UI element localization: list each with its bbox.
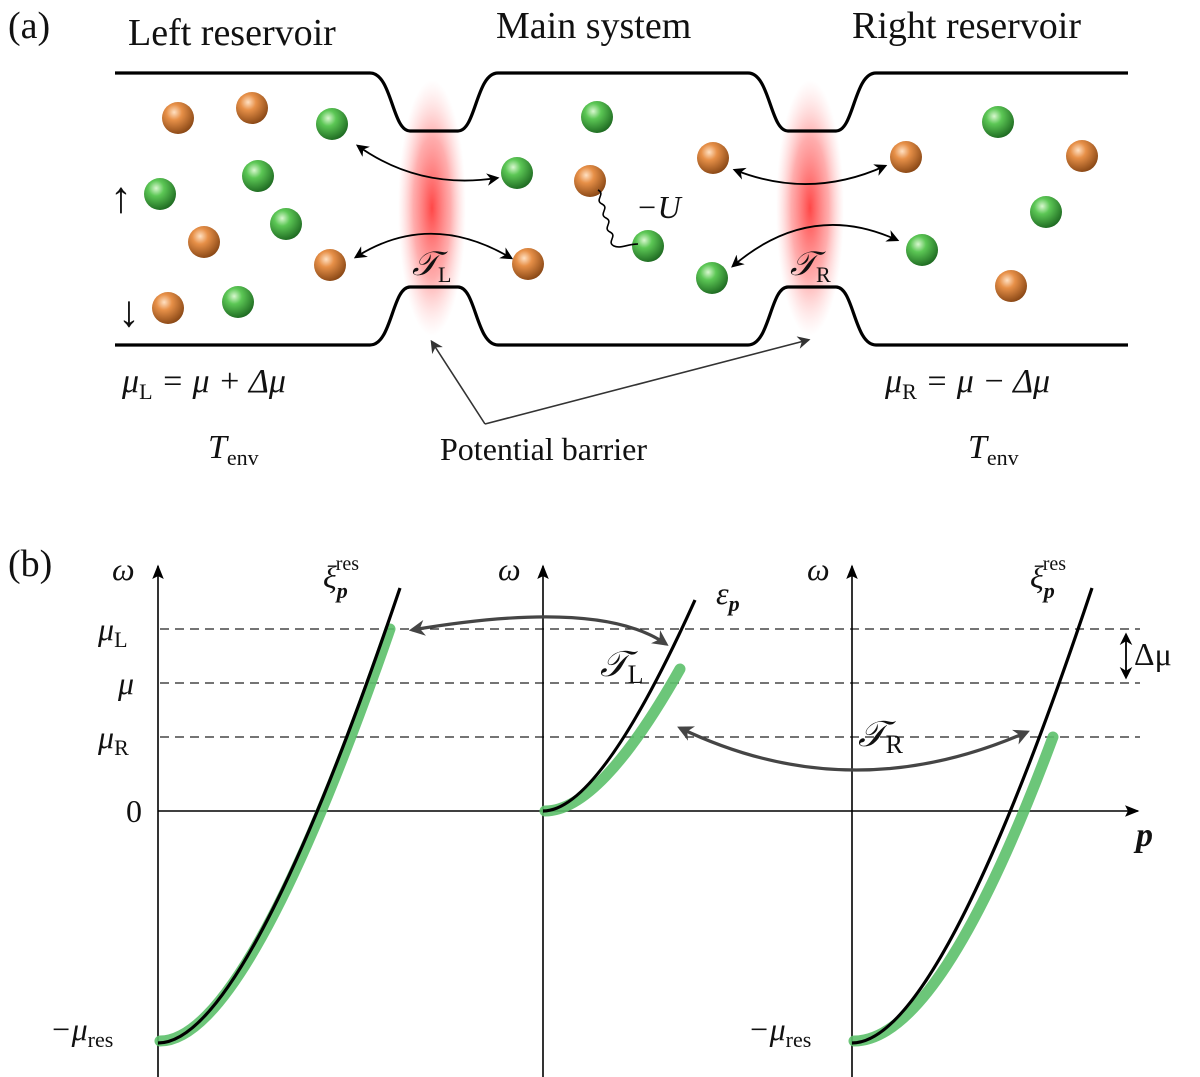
particle-up — [632, 230, 664, 262]
panel-a-tag: (a) — [8, 5, 50, 47]
particle-up — [270, 208, 302, 240]
particle-up — [144, 178, 176, 210]
particle-up — [501, 157, 533, 189]
occupied-band-middle — [539, 663, 686, 817]
particle-up — [316, 108, 348, 140]
tick-minus-mu-res-right: −μres — [748, 1011, 811, 1052]
panel-b: (b) μL μ μR 0 −μres −μres ω ω ω ξpres εp… — [8, 543, 1172, 1077]
particle-down — [697, 142, 729, 174]
particle-up — [906, 234, 938, 266]
barrier-pointer-right — [484, 336, 811, 425]
xi-res-label-left: ξpres — [323, 553, 359, 603]
channel-bottom-wall — [115, 285, 1128, 347]
temperature-right: Tenv — [968, 429, 1019, 470]
tunnel-b-right-label: 𝒯R — [858, 714, 904, 759]
interaction-wavy-line — [597, 189, 639, 248]
tick-mu-R: μR — [97, 719, 129, 760]
mu-right-equation: μR = μ − Δμ — [884, 363, 1050, 404]
omega-label-left: ω — [112, 551, 135, 587]
particle-up — [242, 160, 274, 192]
temperature-left: Tenv — [208, 429, 259, 470]
tick-zero: 0 — [126, 793, 142, 829]
occupied-band-left — [154, 623, 396, 1047]
main-system-title: Main system — [496, 5, 691, 47]
right-reservoir-title: Right reservoir — [852, 5, 1081, 47]
tunnel-b-left-label: 𝒯L — [600, 644, 643, 689]
interaction-label: −U — [636, 189, 683, 225]
barrier-pointer-left — [430, 339, 486, 425]
particle-down — [890, 141, 922, 173]
particle-up — [581, 101, 613, 133]
dispersion-right-reservoir — [851, 587, 1094, 1045]
dispersion-left-reservoir — [157, 587, 402, 1045]
particle-up — [982, 106, 1014, 138]
particle-down — [314, 249, 346, 281]
panel-a: (a) Left reservoir Main system Right res… — [8, 5, 1128, 470]
barrier-right — [776, 80, 844, 336]
tick-minus-mu-res-left: −μres — [50, 1011, 113, 1052]
left-reservoir-title: Left reservoir — [128, 12, 336, 54]
particle-down — [1066, 140, 1098, 172]
particle-down — [236, 92, 268, 124]
particle-down — [574, 165, 606, 197]
particle-down — [512, 248, 544, 280]
tunnel-arrow-right-down — [732, 164, 888, 185]
potential-barrier-label: Potential barrier — [440, 431, 647, 467]
spin-down-arrow: ↓ — [118, 287, 140, 336]
particle-up — [1030, 196, 1062, 228]
particle-down — [152, 292, 184, 324]
p-axis-label: p — [1133, 817, 1153, 854]
dispersion-main-system — [542, 599, 697, 813]
spin-up-arrow: ↑ — [110, 173, 132, 222]
tunnel-arrow-right-up — [731, 224, 900, 268]
particles — [144, 92, 1098, 324]
tick-mu: μ — [117, 665, 134, 701]
delta-mu-label: Δμ — [1134, 636, 1172, 672]
particle-up — [222, 286, 254, 318]
mu-left-equation: μL = μ + Δμ — [121, 363, 286, 404]
particle-down — [162, 102, 194, 134]
eps-label: εp — [716, 575, 740, 616]
tick-mu-L: μL — [97, 611, 128, 652]
tunnel-arrow-left-up — [355, 144, 500, 186]
xi-res-label-right: ξpres — [1030, 553, 1066, 603]
particle-down — [188, 226, 220, 258]
barrier-left — [398, 80, 466, 336]
particle-down — [995, 270, 1027, 302]
tunnel-arrow-b-left — [408, 615, 669, 646]
channel-top-wall — [115, 71, 1128, 133]
omega-label-right: ω — [807, 551, 830, 587]
tunnel-arrow-b-right — [677, 726, 1030, 772]
tunnel-arrow-left-down — [353, 232, 514, 260]
panel-b-tag: (b) — [8, 543, 52, 585]
omega-label-middle: ω — [498, 551, 521, 587]
particle-up — [696, 262, 728, 294]
